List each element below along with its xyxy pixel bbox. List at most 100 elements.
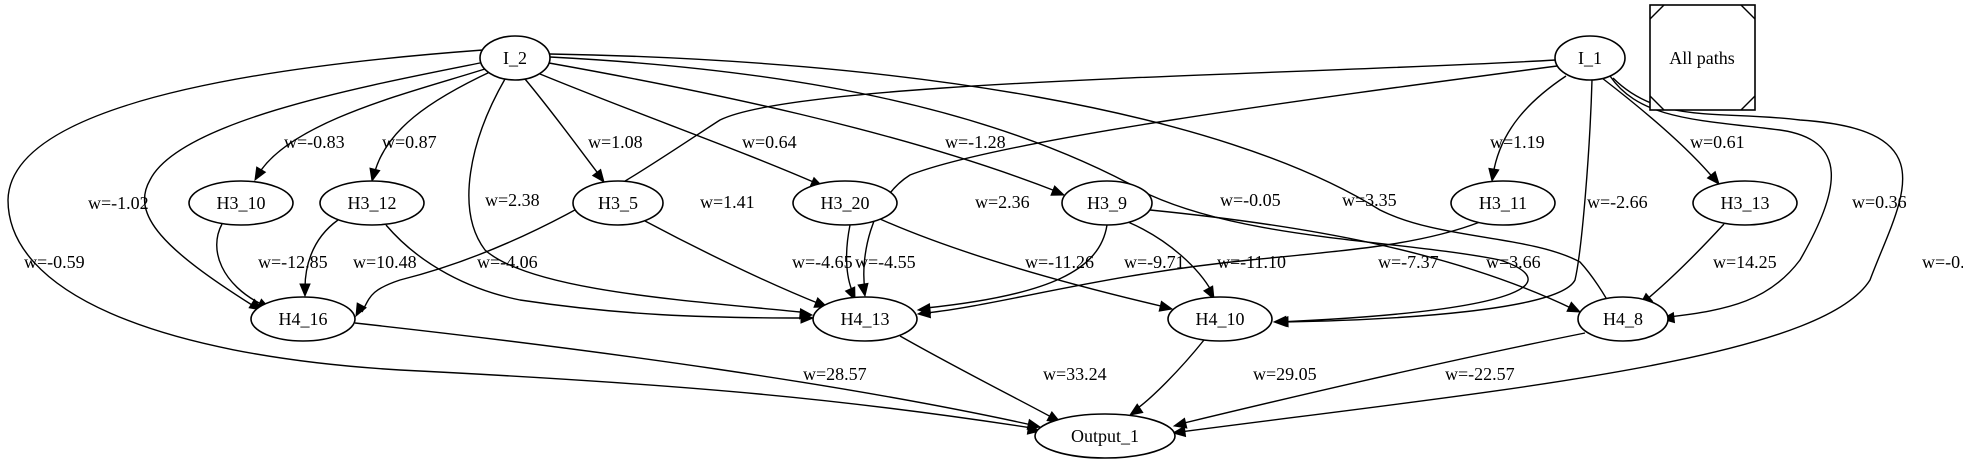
- edge-h4-8-to-output-1: w=-22.57: [1172, 332, 1586, 429]
- edge-i-2-to-h3-10: w=-0.83: [254, 67, 489, 182]
- node-h3-13: H3_13: [1692, 180, 1798, 226]
- edge-h3-20-to-h4-10-line: [879, 218, 1166, 308]
- node-h3-20-shape: [792, 180, 898, 226]
- edge-i-2-to-h4-8-weight-label: w=3.35: [1342, 190, 1397, 210]
- node-h4-16: H4_16: [250, 296, 356, 342]
- edge-i-1-to-h4-10-arrowhead: [1274, 316, 1289, 328]
- node-h3-11: H3_11: [1450, 180, 1556, 226]
- edge-h3-20-to-h4-10-arrowhead: [1158, 300, 1174, 312]
- edge-h4-8-to-output-1-line: [1179, 332, 1586, 425]
- edge-h3-5-to-h4-13: w=-4.65: [644, 220, 853, 308]
- edge-h4-10-to-output-1-arrowhead: [1128, 403, 1144, 416]
- node-h4-13-label: H4_13: [841, 309, 890, 329]
- edge-h3-10-to-h4-16-weight-label: w=-12.85: [258, 252, 328, 272]
- edge-i-2-to-h4-13: w=2.38: [468, 78, 814, 320]
- edge-i-2-to-output-1-line: [7, 49, 1033, 429]
- edge-h3-9-to-h4-8-line: [1149, 209, 1574, 310]
- edge-i-2-to-h3-12-line: [373, 70, 493, 176]
- edge-i-2-to-h3-10-arrowhead: [254, 166, 267, 182]
- edge-h4-8-to-output-1-weight-label: w=-22.57: [1445, 364, 1515, 384]
- edge-i-1-to-h4-16-arrowhead: [355, 302, 367, 318]
- edge-h3-12-to-h4-13-arrowhead: [800, 312, 815, 324]
- node-i-2: I_2: [479, 35, 551, 81]
- edge-i-1-to-h3-13-arrowhead: [1706, 170, 1720, 185]
- edge-i-1-to-h4-13-arrowhead: [857, 282, 869, 298]
- edge-i-2-to-h4-13-line: [468, 78, 801, 313]
- edge-h4-16-to-output-1: w=28.57: [354, 322, 1042, 430]
- edge-i-2-to-h3-12-weight-label: w=0.87: [382, 132, 437, 152]
- edge-i-2-to-h4-8-line: [549, 53, 1613, 310]
- edge-i-2-to-h4-16: w=-1.02: [88, 61, 486, 311]
- node-h4-10: H4_10: [1167, 296, 1273, 342]
- node-h3-9-label: H3_9: [1087, 193, 1127, 213]
- edge-i-2-to-h3-12: w=0.87: [369, 70, 493, 183]
- edge-h3-10-to-h4-16: w=-12.85: [216, 223, 328, 310]
- node-h4-8-shape: [1577, 296, 1669, 342]
- edge-h3-11-to-h4-13-arrowhead: [916, 306, 932, 319]
- edge-h3-12-to-h4-16-line: [304, 219, 339, 289]
- node-h4-16-label: H4_16: [279, 309, 328, 329]
- edge-i-2-to-h3-5-weight-label: w=1.08: [588, 132, 643, 152]
- edge-i-2-to-h4-16-weight-label: w=-1.02: [88, 193, 149, 213]
- edge-i-2-to-h3-20: w=0.64: [539, 73, 825, 188]
- edge-h3-10-to-h4-16-line: [216, 223, 264, 306]
- node-h3-10: H3_10: [188, 180, 294, 226]
- edge-h3-12-to-h4-16-arrowhead: [299, 283, 311, 298]
- edge-h3-9-to-h4-8: w=3.66: [1149, 209, 1582, 313]
- edge-i-2-to-h3-20-line: [539, 73, 819, 185]
- edge-i-1-to-h4-10-line: [1281, 79, 1593, 323]
- edge-i-1-to-h3-11: w=1.19: [1488, 75, 1567, 183]
- edge-i-2-to-h4-10: w=-0.05: [549, 56, 1529, 328]
- edge-i-1-to-h3-13-weight-label: w=0.61: [1690, 132, 1745, 152]
- node-i-2-shape: [479, 35, 551, 81]
- node-h3-5: H3_5: [572, 180, 664, 226]
- edge-h3-20-to-h4-13-weight-label: w=-4.55: [855, 252, 916, 272]
- edge-i-1-to-h3-11-weight-label: w=1.19: [1490, 132, 1545, 152]
- edge-i-2-to-h3-5-arrowhead: [591, 168, 605, 184]
- edge-h3-9-to-h4-13: w=-9.71: [916, 224, 1185, 315]
- edge-i-1-to-output-1: w=-0.62: [1171, 77, 1963, 438]
- node-i-1: I_1: [1554, 35, 1626, 81]
- edge-h3-9-to-h4-8-weight-label: w=3.66: [1486, 252, 1541, 272]
- edge-i-1-to-h4-13: w=2.36: [857, 65, 1558, 298]
- node-i-2-label: I_2: [503, 48, 527, 68]
- edge-h3-20-to-h4-13-arrowhead: [844, 286, 856, 302]
- edge-i-1-to-h3-11-line: [1492, 75, 1567, 176]
- edge-h3-13-to-h4-8: w=14.25: [1639, 223, 1777, 306]
- node-h3-11-shape: [1450, 180, 1556, 226]
- node-h4-8-label: H4_8: [1603, 309, 1643, 329]
- edge-i-1-to-h4-16: w=1.41: [355, 59, 1557, 318]
- node-i-1-label: I_1: [1578, 48, 1602, 68]
- edge-h4-16-to-output-1-weight-label: w=28.57: [803, 364, 867, 384]
- edge-h3-12-to-h4-16: w=10.48: [299, 219, 417, 298]
- edge-i-2-to-h3-10-line: [257, 67, 489, 176]
- edge-i-2-to-h4-10-weight-label: w=-0.05: [1220, 190, 1281, 210]
- edge-h3-20-to-h4-13-line: [845, 224, 854, 294]
- node-i-1-shape: [1554, 35, 1626, 81]
- node-h4-8: H4_8: [1577, 296, 1669, 342]
- edge-i-1-to-h3-13: w=0.61: [1601, 77, 1745, 185]
- edge-i-2-to-h3-20-weight-label: w=0.64: [742, 132, 797, 152]
- node-h3-9-shape: [1061, 180, 1153, 226]
- edge-h4-13-to-output-1-line: [899, 335, 1054, 419]
- edge-h3-20-to-h4-10-weight-label: w=-11.26: [1025, 252, 1094, 272]
- edge-h4-16-to-output-1-line: [354, 322, 1033, 426]
- edge-h3-9-to-h4-10-weight-label: w=-11.10: [1217, 252, 1286, 272]
- edge-i-1-to-h4-8-line: [1609, 75, 1833, 318]
- edge-i-1-to-h4-13-weight-label: w=2.36: [975, 192, 1030, 212]
- node-h3-10-label: H3_10: [217, 193, 266, 213]
- edge-i-2-to-h3-5-line: [524, 78, 601, 177]
- edge-h3-11-to-h4-13-weight-label: w=-7.37: [1378, 252, 1439, 272]
- edge-i-1-to-h3-11-arrowhead: [1488, 167, 1500, 183]
- edge-i-2-to-output-1-weight-label: w=-0.59: [24, 252, 85, 272]
- node-output-1-shape: [1034, 413, 1176, 459]
- edge-i-2-to-h3-9: w=-1.28: [548, 62, 1066, 196]
- node-h4-10-label: H4_10: [1196, 309, 1245, 329]
- edge-h3-9-to-h4-10-arrowhead: [1202, 285, 1215, 301]
- edge-i-1-to-h4-16-line: [361, 59, 1557, 313]
- node-h3-13-label: H3_13: [1721, 193, 1770, 213]
- edge-h3-12-to-h4-16-weight-label: w=10.48: [353, 252, 417, 272]
- edge-i-2-to-h3-9-line: [548, 62, 1059, 193]
